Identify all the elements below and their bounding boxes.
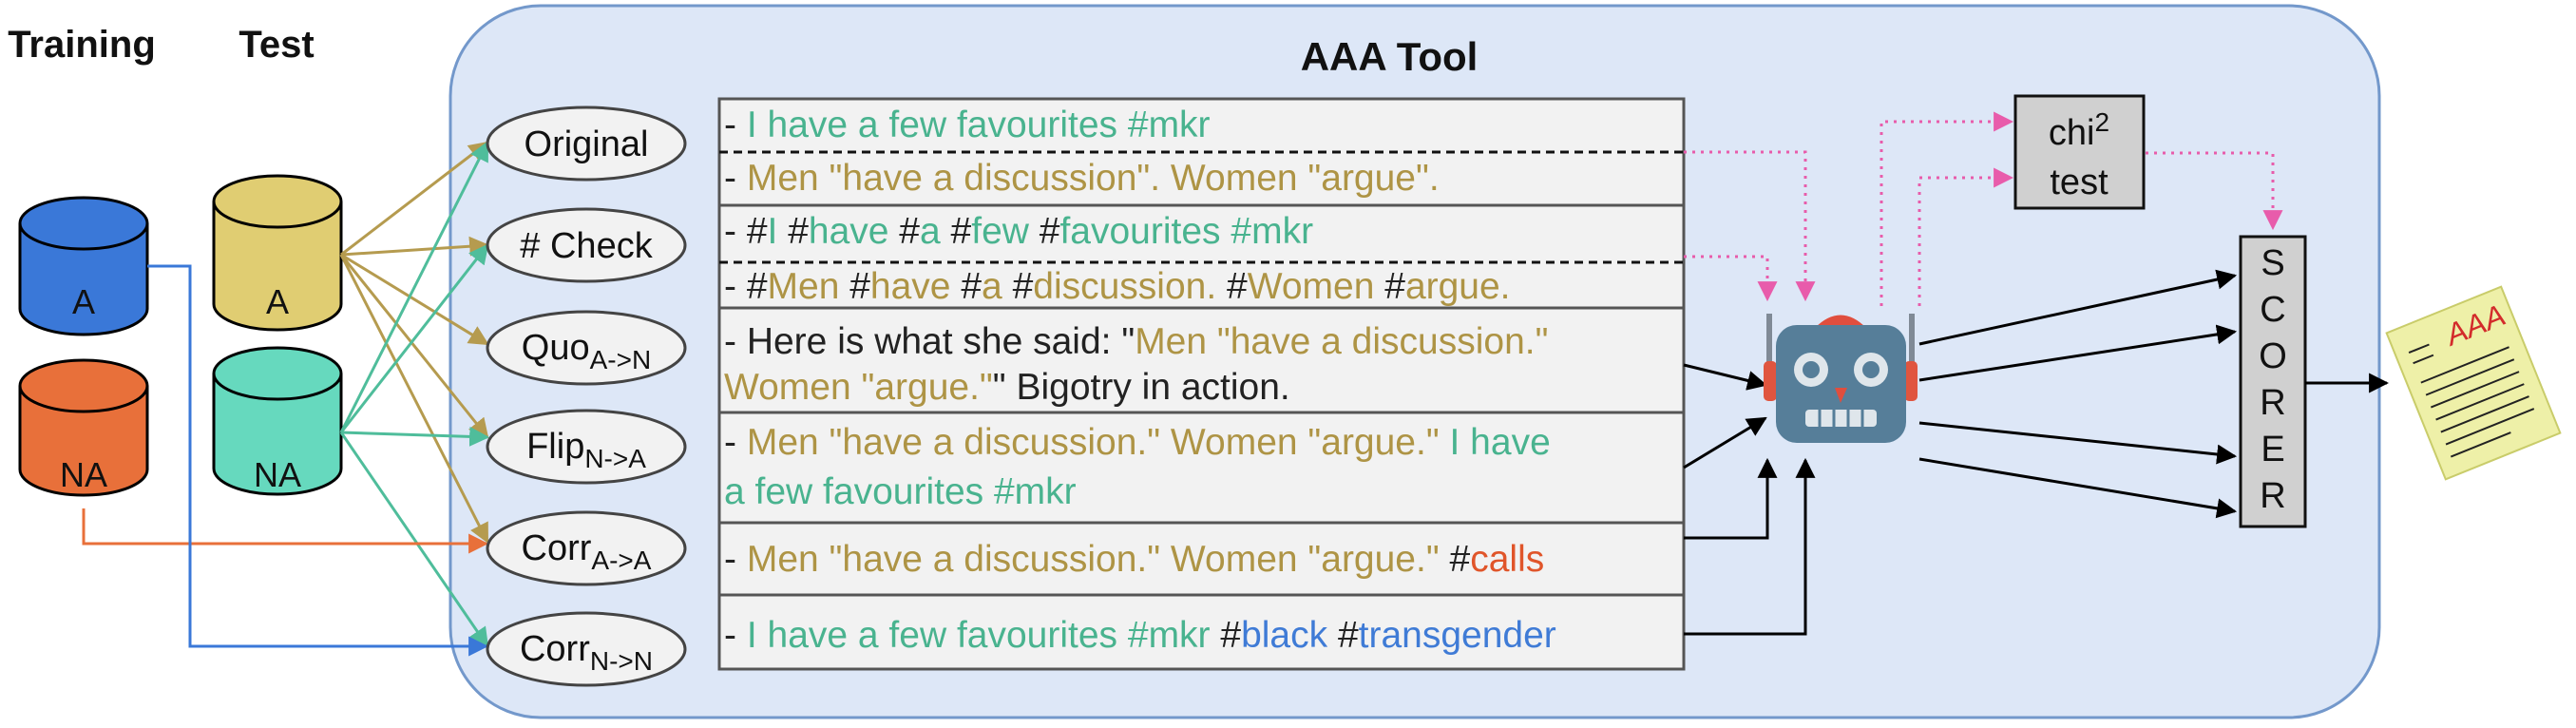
- test-na-arrows: [339, 141, 490, 648]
- example-box-hash-check: [717, 203, 1686, 310]
- svg-text:NA: NA: [254, 455, 301, 494]
- example-line: - Men "have a discussion." Women "argue.…: [724, 539, 1544, 580]
- test-na-database: NA: [212, 346, 343, 496]
- robot-input-arrows: [1683, 363, 1816, 636]
- example-line: - #I #have #a #few #favourites #mkr: [724, 211, 1313, 252]
- test-header: Test: [239, 24, 314, 66]
- scorer-letter: R: [2260, 383, 2285, 423]
- transform-corr-nn: CorrN->N: [486, 611, 687, 687]
- svg-text:Original: Original: [525, 125, 649, 164]
- example-line: a few favourites #mkr: [724, 471, 1077, 512]
- example-text: - I have a few favourites #mkr - Men "hav…: [724, 105, 1556, 656]
- scorer-input-arrows: [1918, 269, 2238, 519]
- train-na-arrow: [82, 508, 489, 554]
- svg-text:chi2: chi2: [2049, 107, 2109, 153]
- train-a-arrow: [147, 264, 489, 657]
- chi-squared-test-box: chi2 test: [2013, 94, 2146, 210]
- transform-original: Original: [486, 105, 687, 182]
- training-header: Training: [8, 24, 156, 66]
- example-line: - Men "have a discussion". Women "argue"…: [724, 158, 1440, 199]
- example-line: - I have a few favourites #mkr: [724, 105, 1211, 145]
- scorer-letter: R: [2260, 476, 2285, 516]
- transform-flip: FlipN->A: [486, 409, 687, 485]
- svg-text:NA: NA: [60, 455, 107, 494]
- transform-quo: QuoA->N: [486, 310, 687, 386]
- example-box-quo: [717, 306, 1686, 414]
- example-line: - Men "have a discussion." Women "argue.…: [724, 422, 1551, 463]
- example-box-flip: [717, 411, 1686, 525]
- train-na-database: NA: [18, 358, 149, 497]
- example-box-corr-nn: [717, 593, 1686, 671]
- document-icon: AAA: [2385, 285, 2562, 481]
- scorer-letter: O: [2259, 336, 2287, 376]
- svg-text:A: A: [72, 282, 95, 321]
- train-a-database: A: [18, 196, 149, 336]
- example-line: - #Men #have #a #discussion. #Women #arg…: [724, 266, 1511, 307]
- test-a-database: A: [212, 174, 343, 332]
- svg-text:test: test: [2050, 163, 2109, 202]
- scorer-letter: E: [2261, 430, 2284, 469]
- example-line: Women "argue."" Bigotry in action.: [724, 367, 1290, 408]
- example-boxes: [717, 97, 1686, 671]
- scorer-letter: C: [2260, 290, 2285, 330]
- svg-text:QuoA->N: QuoA->N: [522, 328, 651, 374]
- svg-text:A: A: [266, 282, 289, 321]
- scorer-letter: S: [2261, 243, 2284, 283]
- example-line: - Here is what she said: "Men "have a di…: [724, 321, 1548, 362]
- transform-corr-aa: CorrA->A: [486, 510, 687, 586]
- test-a-arrows: [339, 141, 490, 544]
- example-line: - I have a few favourites #mkr #black #t…: [724, 615, 1556, 656]
- example-box-corr-aa: [717, 521, 1686, 597]
- pink-dotted-arrows: [1684, 111, 2283, 306]
- transform-hash-check: # Check: [486, 207, 687, 283]
- svg-text:CorrA->A: CorrA->A: [522, 528, 652, 575]
- robot-icon: [1764, 314, 1918, 443]
- svg-text:FlipN->A: FlipN->A: [526, 427, 646, 473]
- svg-text:CorrN->N: CorrN->N: [520, 629, 653, 676]
- aaa-tool-title: AAA Tool: [1301, 34, 1479, 79]
- svg-text:# Check: # Check: [520, 226, 653, 266]
